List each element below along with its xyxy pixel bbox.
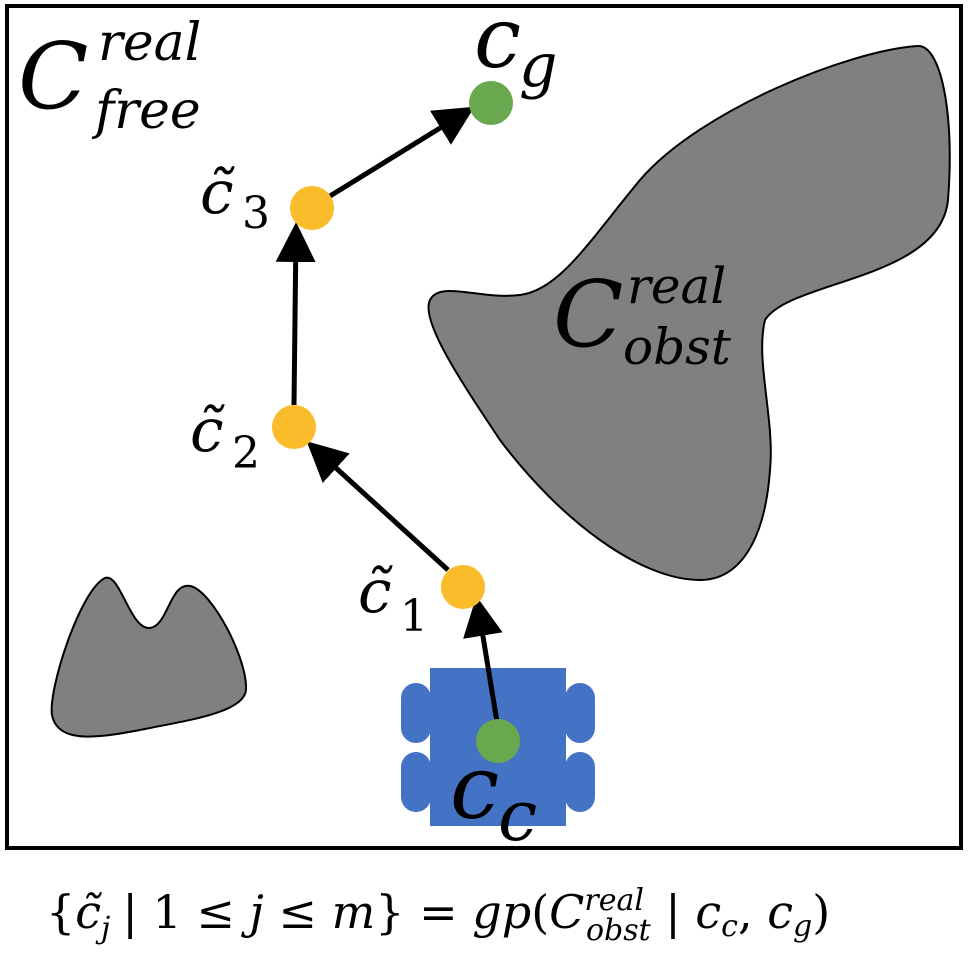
free-space-label: C real free: [18, 13, 201, 141]
svg-text:c: c: [450, 736, 499, 839]
svg-text:obst: obst: [623, 318, 732, 376]
svg-text:c: c: [498, 775, 537, 857]
robot-icon: [401, 668, 595, 826]
svg-text:real: real: [627, 257, 726, 315]
svg-text:free: free: [91, 81, 201, 141]
svg-text:c: c: [474, 0, 521, 87]
current-config-node: [476, 719, 520, 763]
obstacle-label: C real obst: [553, 257, 732, 376]
goal-label: c g: [474, 0, 557, 101]
svg-text:g: g: [519, 31, 557, 101]
obstacle-small: [50, 576, 248, 738]
waypoint-1-node: [441, 565, 485, 609]
svg-text:c̃: c̃: [358, 557, 393, 627]
svg-text:1: 1: [400, 591, 428, 642]
arrow-c1-to-c2: [306, 441, 450, 572]
goal-node: [469, 81, 513, 125]
current-label: c c: [450, 736, 537, 857]
arrow-c2-to-c3: [275, 222, 316, 406]
waypoint-1-label: c̃ 1: [358, 557, 428, 642]
svg-text:C: C: [553, 261, 623, 368]
svg-text:c̃: c̃: [190, 396, 225, 466]
svg-text:C: C: [18, 23, 88, 130]
svg-text:real: real: [98, 13, 201, 73]
arrow-c3-to-cg: [328, 106, 475, 199]
svg-text:2: 2: [232, 428, 260, 479]
waypoint-3-node: [290, 186, 334, 230]
svg-text:c̃: c̃: [200, 158, 235, 228]
waypoint-3-label: c̃ 3: [200, 158, 270, 239]
path-arrows: [275, 106, 503, 723]
waypoint-2-label: c̃ 2: [190, 396, 260, 479]
obstacle-large: [427, 44, 951, 582]
waypoint-2-node: [272, 405, 316, 449]
svg-text:3: 3: [242, 188, 270, 239]
arrow-cc-to-c1: [463, 596, 503, 723]
